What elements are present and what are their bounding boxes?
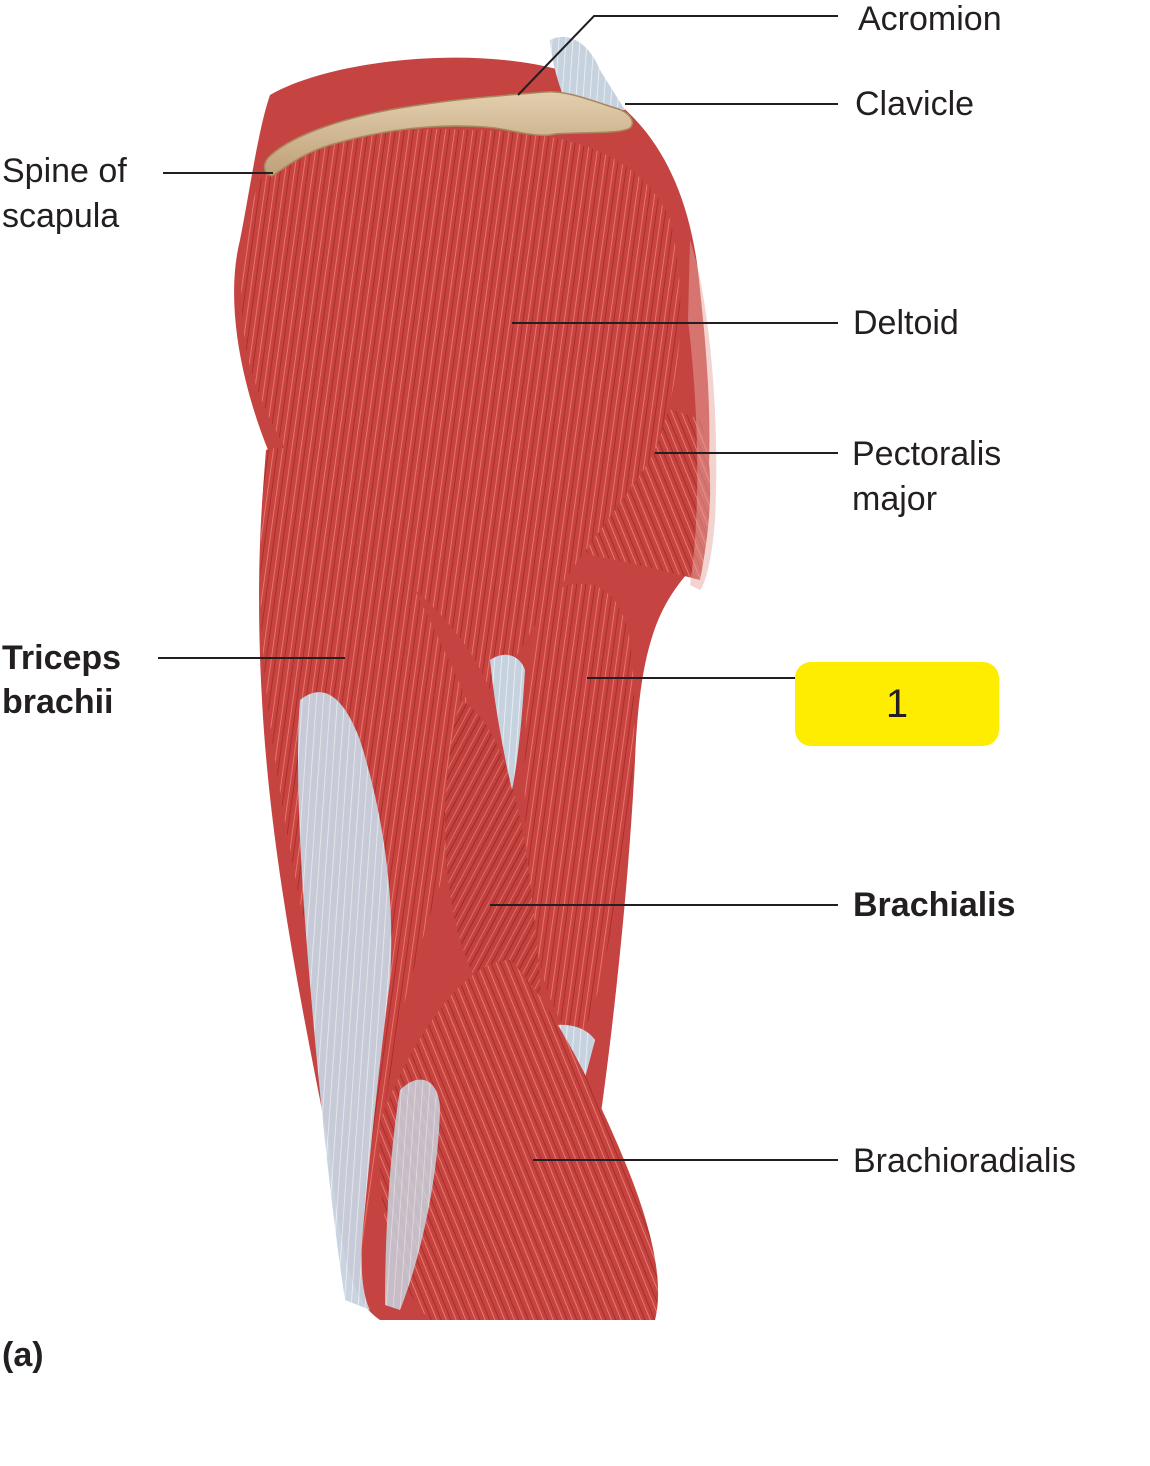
label-spine-of-scapula-line2: scapula xyxy=(2,197,120,235)
biceps-shape xyxy=(524,583,635,1040)
leader-line-acromion xyxy=(517,15,838,96)
deltoid-tendon-shape xyxy=(490,654,525,790)
panel-label: (a) xyxy=(2,1336,44,1374)
label-pectoralis-line1: Pectoralis xyxy=(852,435,1002,473)
callout-box-1[interactable]: 1 xyxy=(795,662,999,746)
label-triceps-line2: brachii xyxy=(2,683,114,721)
triceps-tendon-shape xyxy=(297,692,392,1310)
brachioradialis-shape xyxy=(379,960,659,1320)
label-brachialis: Brachialis xyxy=(853,886,1016,924)
label-spine-of-scapula-line1: Spine of xyxy=(2,152,127,190)
callout-number: 1 xyxy=(885,681,909,726)
clavicle-bone-shape xyxy=(263,91,634,177)
label-clavicle: Clavicle xyxy=(855,85,975,123)
label-brachioradialis: Brachioradialis xyxy=(853,1142,1076,1180)
label-triceps-line1: Triceps xyxy=(2,639,122,677)
label-pectoralis-line2: major xyxy=(852,480,938,518)
label-deltoid: Deltoid xyxy=(853,304,959,342)
label-acromion: Acromion xyxy=(858,0,1002,38)
chest-edge-shape xyxy=(688,240,717,590)
deltoid-shape xyxy=(241,129,681,691)
distal-tendon-shape xyxy=(385,1079,440,1310)
